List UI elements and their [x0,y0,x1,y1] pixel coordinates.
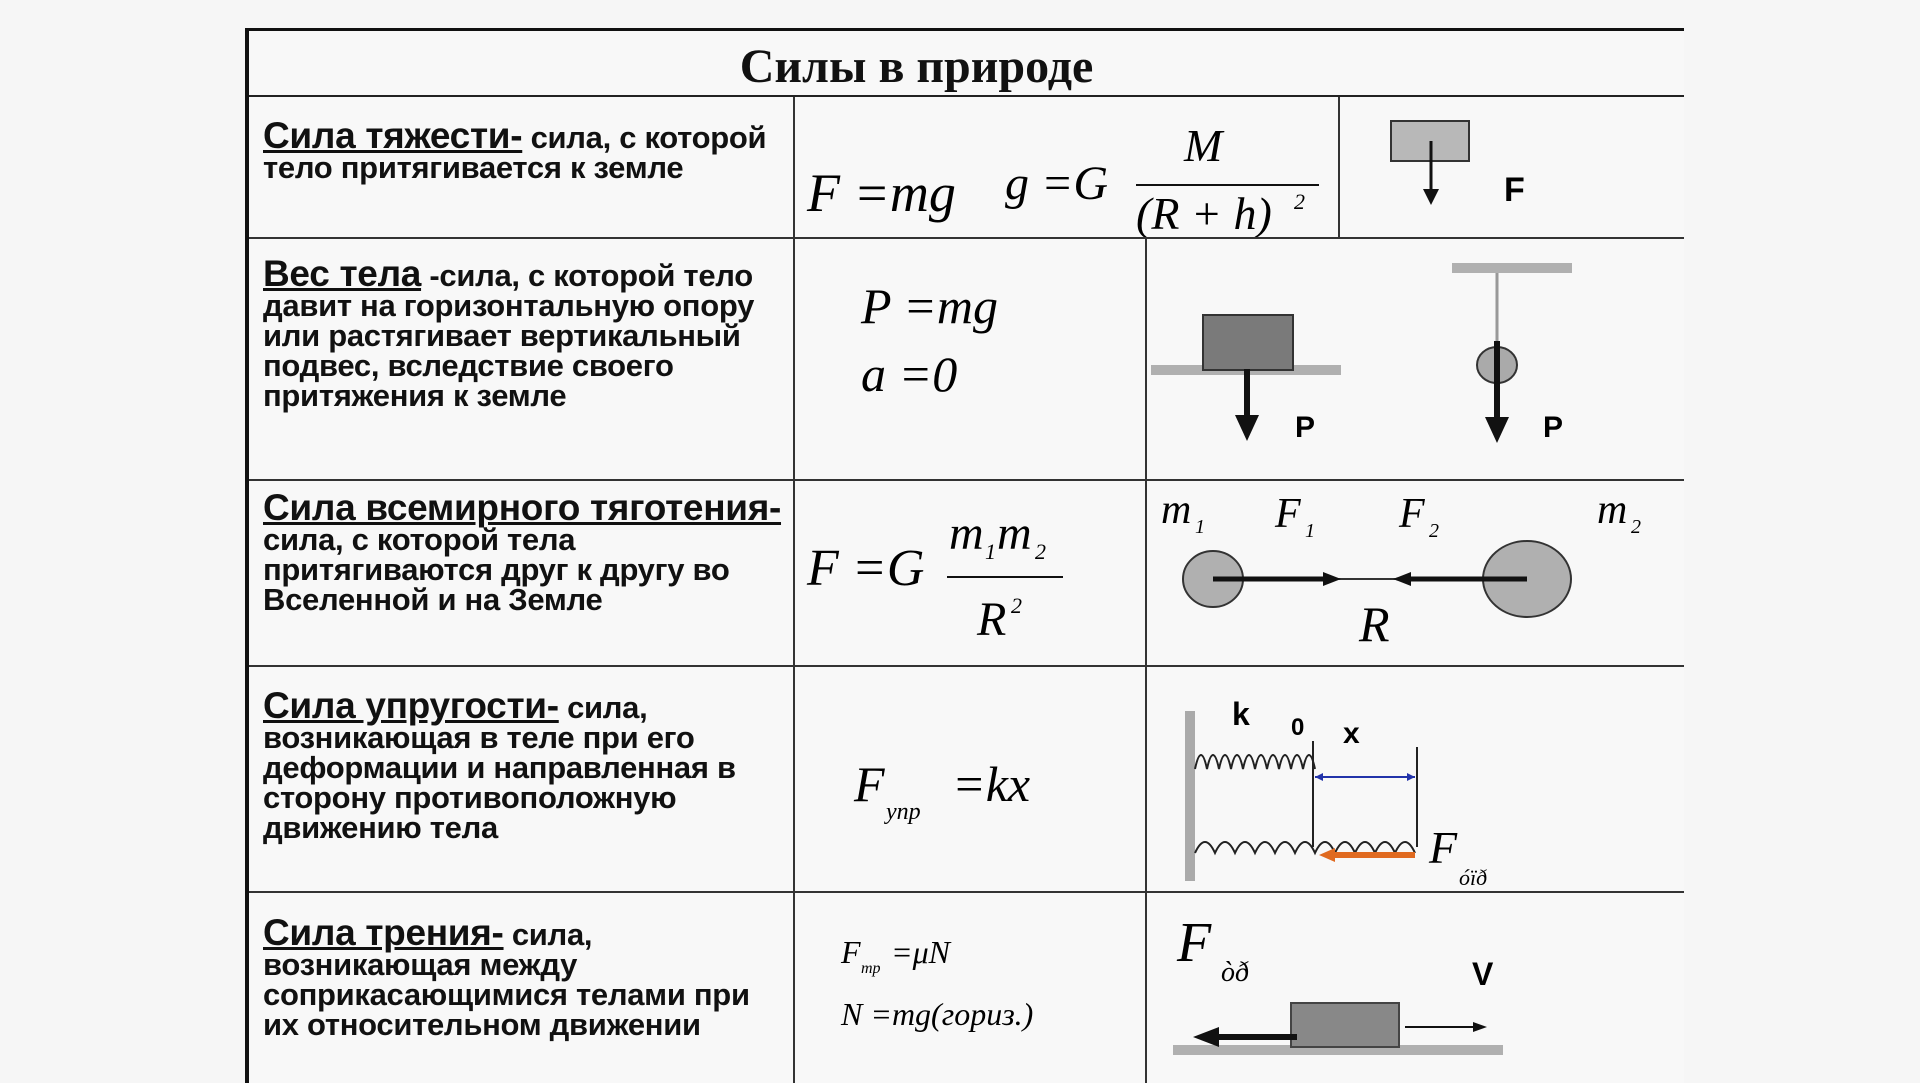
friction-name: Сила трения- [263,912,504,953]
spring-k-label: k [1232,696,1250,732]
gravitation-description: Сила всемирного тяготения- сила, с котор… [263,489,793,617]
row-divider [249,665,1684,667]
gravity-diagram: F [1390,120,1525,209]
arrow-head-icon [1323,572,1341,586]
gravitation-diagram: m 1 m 2 F 1 F 2 R [1161,487,1641,652]
column-divider [1338,97,1340,237]
arrow-head-icon [1393,572,1411,586]
gravity-text: сила, с которой тело притягивается к зем… [263,120,767,185]
friction-text: сила, возникающая между соприкасающимися… [263,917,750,1042]
force-label-1: F [1274,491,1301,537]
force-label: F [1504,171,1525,209]
force-label-2: F [1398,491,1425,537]
formula-m2: m [997,507,1032,560]
formula-sub: тр [861,960,881,977]
force-sub-1: 1 [1305,520,1315,542]
arrow-head-icon [1315,773,1323,781]
formula-sub1: 1 [985,539,996,564]
formula-f: F [840,934,861,970]
arrow-head-icon [1423,189,1439,205]
arrow-head-icon [1407,773,1415,781]
block-shape [1202,314,1294,371]
gravity-description: Сила тяжести- сила, с которой тело притя… [263,117,793,185]
gravity-formula: F =mg g =G M (R + h) 2 [806,120,1319,237]
row-divider [249,479,1684,481]
arrow-head-icon [1193,1027,1219,1047]
formula-f-g: F =G [806,540,924,597]
formula-r: R [976,593,1006,646]
gravitation-name: Сила всемирного тяготения- [263,487,782,528]
row-divider [249,891,1684,893]
zero-label: 0 [1291,714,1304,741]
friction-formula: F тр =μN N =mg(гориз.) [840,934,1033,1032]
mass-sub-1: 1 [1195,516,1205,538]
weight-label-2: P [1543,411,1563,444]
arrow-head-icon [1473,1022,1487,1032]
force-sub-2: 2 [1429,520,1439,542]
formula-numerator: M [1183,120,1225,171]
column-divider [1145,237,1147,1083]
friction-description: Сила трения- сила, возникающая между соп… [263,914,793,1042]
velocity-label: V [1472,956,1494,992]
weight-diagram: P P [1151,263,1572,444]
x-label: x [1343,717,1360,750]
gravity-name: Сила тяжести- [263,115,523,156]
friction-surface [1173,1045,1503,1055]
formula-m1: m [949,507,984,560]
elasticity-text: сила, возникающая в теле при его деформа… [263,690,736,845]
arrow-head-icon [1485,417,1509,443]
elastic-force-label: F [1428,822,1458,873]
friction-force-sub: òð [1221,957,1249,988]
formula-sub: упр [884,799,921,825]
mass-sub-2: 2 [1631,516,1641,538]
gravitation-text: сила, с которой тела притягиваются друг … [263,522,730,617]
mass-label-2: m [1597,487,1627,533]
formula-a-zero: a =0 [861,346,957,402]
weight-label-1: P [1295,411,1315,444]
formula-f: F [853,756,885,812]
spring-stretched [1194,841,1416,856]
page-title: Силы в природе [249,31,1684,97]
formula-p-mg: P =mg [860,278,998,334]
column-divider [793,97,795,1083]
block-shape [1290,1002,1400,1048]
wall-shape [1185,711,1195,881]
elastic-force-sub: óïð [1459,865,1487,889]
friction-diagram: F òð V [1173,912,1503,1055]
weight-name: Вес тела [263,253,422,294]
elasticity-diagram: k 0 x F óïð [1185,696,1487,889]
formula-denominator: (R + h) [1136,188,1272,237]
arrow-head-icon [1319,848,1335,862]
spring-relaxed [1194,754,1316,770]
formula-g: g =G [1005,157,1108,210]
formula-sub2: 2 [1035,539,1046,564]
formula-exponent: 2 [1011,593,1022,618]
formula-exponent: 2 [1294,189,1305,214]
formula-mu-n: =μN [891,934,952,970]
elasticity-name: Сила упругости- [263,685,559,726]
row-divider [249,237,1684,239]
formula-kx: =kx [952,756,1030,812]
distance-label: R [1358,596,1390,652]
mass-label-1: m [1161,487,1191,533]
arrow-head-icon [1235,415,1259,441]
weight-text: -сила, с которой тело давит на горизонта… [263,258,755,413]
formula-normal: N =mg(гориз.) [840,996,1033,1032]
forces-table: Силы в природе Сила тяжести- сила, с кот… [245,28,1684,1083]
elasticity-formula: F упр =kx [853,756,1030,825]
suspension-bar [1452,263,1572,273]
weight-description: Вес тела -сила, с которой тело давит на … [263,255,793,413]
weight-formula: P =mg a =0 [860,278,998,402]
formula-f-mg: F =mg [806,163,956,223]
friction-force-label: F [1176,912,1212,974]
gravitation-formula: F =G m 1 m 2 R 2 [806,507,1063,646]
elasticity-description: Сила упругости- сила, возникающая в теле… [263,687,793,845]
